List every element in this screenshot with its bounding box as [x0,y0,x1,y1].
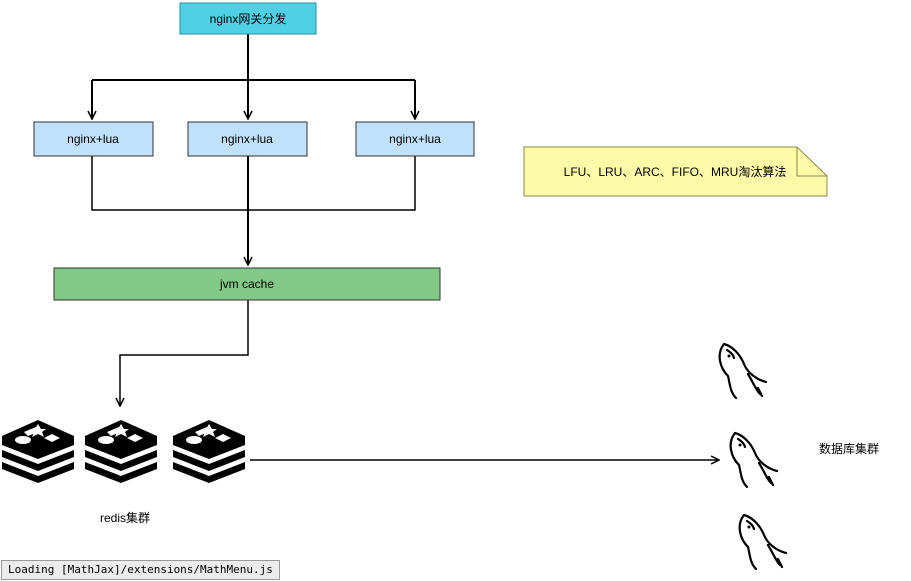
jvm-cache-label: jvm cache [219,277,274,291]
nginx-gateway-box [179,2,317,35]
redis-icon [85,420,157,483]
database-cluster: 数据库集群 [718,342,879,571]
note-shape [523,146,828,197]
mysql-dolphin-icon [718,342,768,400]
nginx-gateway-node: nginx网关分发 [179,2,317,35]
redis-icon [2,420,74,483]
jvm-cache-box [53,267,441,301]
nginx-lua-node-2: nginx+lua [187,121,308,157]
database-cluster-label: 数据库集群 [819,441,879,456]
redis-cluster: redis集群 [2,420,245,525]
eviction-algorithm-note: LFU、LRU、ARC、FIFO、MRU淘汰算法 [523,146,828,197]
redis-icon [173,420,245,483]
merge-line [91,156,416,211]
nginx-lua-box-1 [33,121,154,157]
jvm-cache-node: jvm cache [53,267,441,301]
mysql-dolphin-icon [738,513,788,571]
mathjax-loading-status: Loading [MathJax]/extensions/MathMenu.js [1,560,280,580]
note-fold [796,147,827,177]
mysql-dolphin-icon [729,431,779,489]
nginx-lua-box-3 [355,121,475,157]
nginx-lua-node-3: nginx+lua [355,121,475,157]
nginx-lua-box-2 [187,121,308,157]
nginx-lua-label-1: nginx+lua [67,132,119,146]
nginx-lua-label-2: nginx+lua [221,132,273,146]
nginx-lua-label-3: nginx+lua [389,132,441,146]
connectors [92,34,719,460]
note-label: LFU、LRU、ARC、FIFO、MRU淘汰算法 [564,164,787,179]
nginx-gateway-label: nginx网关分发 [210,11,287,26]
arrow-to-redis [120,300,249,406]
redis-cluster-label: redis集群 [100,510,150,525]
nginx-lua-node-1: nginx+lua [33,121,154,157]
